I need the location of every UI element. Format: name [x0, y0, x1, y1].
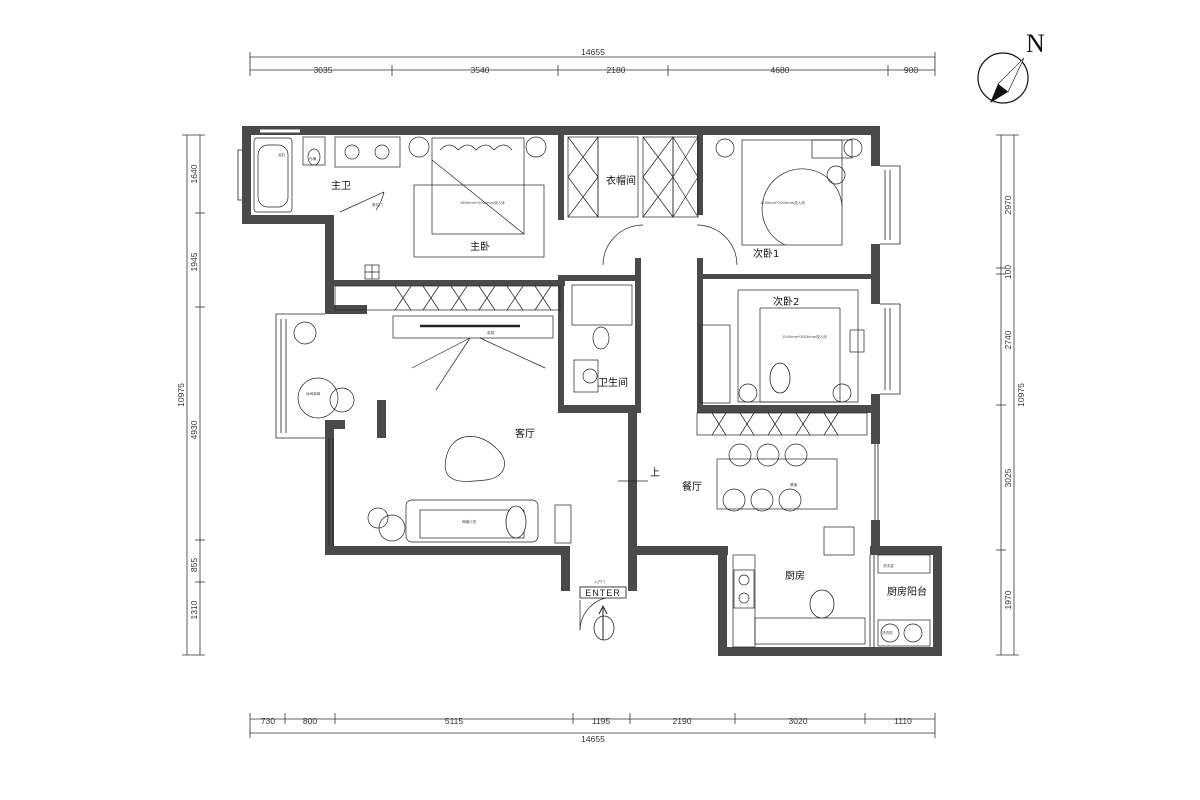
left-dim-1: 1640	[189, 164, 199, 183]
note-dining-table: 餐桌	[790, 482, 798, 487]
note-toilet: 马桶	[309, 156, 317, 161]
room-labels: 主卫 主卧 衣帽间 次卧1 次卧2 卫生间 客厅 餐厅 厨房 厨房阳台	[331, 174, 927, 598]
note-tv: 电视	[487, 330, 495, 335]
note-master-bed: 1800mm*2000mm双人床	[460, 200, 505, 205]
furniture	[253, 136, 931, 648]
room-second-bedroom-2: 次卧2	[773, 295, 799, 308]
note-bathtub: 浴缸	[278, 152, 286, 157]
note-sofa: 伸缩沙发	[462, 519, 477, 524]
room-dining: 餐厅	[682, 480, 702, 493]
bathtub-icon	[253, 137, 293, 213]
bottom-dim-4: 1195	[592, 716, 611, 726]
bottom-dim-5: 2190	[673, 716, 692, 726]
room-second-bedroom-1: 次卧1	[753, 247, 779, 260]
bottom-dim-6: 3020	[789, 716, 808, 726]
top-total-dim: 14655	[581, 47, 605, 57]
right-total-dim: 10975	[1016, 383, 1026, 407]
room-kitchen-balcony: 厨房阳台	[887, 585, 927, 598]
entry-marker: ENTER	[579, 586, 627, 640]
room-bathroom: 卫生间	[598, 376, 628, 389]
bottom-dim-3: 5115	[445, 716, 464, 726]
toilet-icon-2	[592, 326, 610, 350]
note-washer: 洗衣机	[882, 630, 893, 635]
top-dim-3: 2180	[607, 65, 626, 75]
top-dim-2: 3540	[471, 65, 490, 75]
bottom-dim-2: 800	[303, 716, 317, 726]
up-label: 上	[650, 467, 660, 479]
dimension-lines	[182, 52, 1019, 738]
toilet-icon	[307, 148, 321, 166]
right-dim-1: 2970	[1003, 195, 1013, 214]
right-dim-4: 3025	[1003, 468, 1013, 487]
step-marker: 上	[618, 467, 660, 482]
sofa-icon	[405, 499, 539, 543]
furniture-notes: 1800mm*2000mm双人床 1500mm*2000mm双人床 1500mm…	[278, 152, 894, 635]
note-door: 推拉门	[372, 202, 383, 207]
left-dim-2: 1945	[189, 252, 199, 271]
left-dim-5: 1310	[189, 600, 199, 619]
room-kitchen: 厨房	[785, 569, 805, 582]
right-dim-3: 2740	[1003, 330, 1013, 349]
north-label: N	[1026, 29, 1045, 58]
north-arrow-icon: N	[977, 29, 1045, 104]
bottom-dim-7: 1110	[894, 716, 912, 726]
room-master-bedroom: 主卧	[470, 240, 490, 253]
bed-1-icon	[741, 139, 843, 246]
note-leisure-chair: 休闲单椅	[306, 391, 321, 396]
left-total-dim: 10975	[176, 383, 186, 407]
room-walk-in-closet: 衣帽间	[606, 174, 636, 187]
note-bed-2: 1500mm*2000mm双人床	[782, 334, 827, 339]
left-dim-3: 4930	[189, 420, 199, 439]
top-dim-4: 4680	[771, 65, 790, 75]
bottom-dim-1: 730	[261, 716, 275, 726]
enter-label: ENTER	[585, 588, 621, 598]
walls	[242, 126, 942, 656]
top-dim-5: 900	[904, 65, 918, 75]
right-dim-5: 1970	[1003, 590, 1013, 609]
room-living: 客厅	[515, 427, 535, 440]
note-bed-1: 1500mm*2000mm双人床	[760, 200, 805, 205]
right-dim-2: 100	[1003, 265, 1013, 279]
rug-icon	[444, 436, 505, 482]
left-dim-4: 855	[189, 558, 199, 572]
bottom-total-dim: 14655	[581, 734, 605, 744]
dining-table-icon	[716, 458, 838, 510]
note-wash-basin: 洗手盆	[883, 563, 894, 568]
top-dim-1: 3035	[314, 65, 333, 75]
person-icons	[505, 362, 835, 641]
dimension-labels: 14655 3035 3540 2180 4680 900 730 800 51…	[176, 47, 1026, 744]
master-bed-icon	[431, 137, 525, 235]
note-entry-door: 入户门	[594, 579, 605, 584]
room-master-bath: 主卫	[331, 180, 351, 192]
windows	[237, 129, 901, 647]
